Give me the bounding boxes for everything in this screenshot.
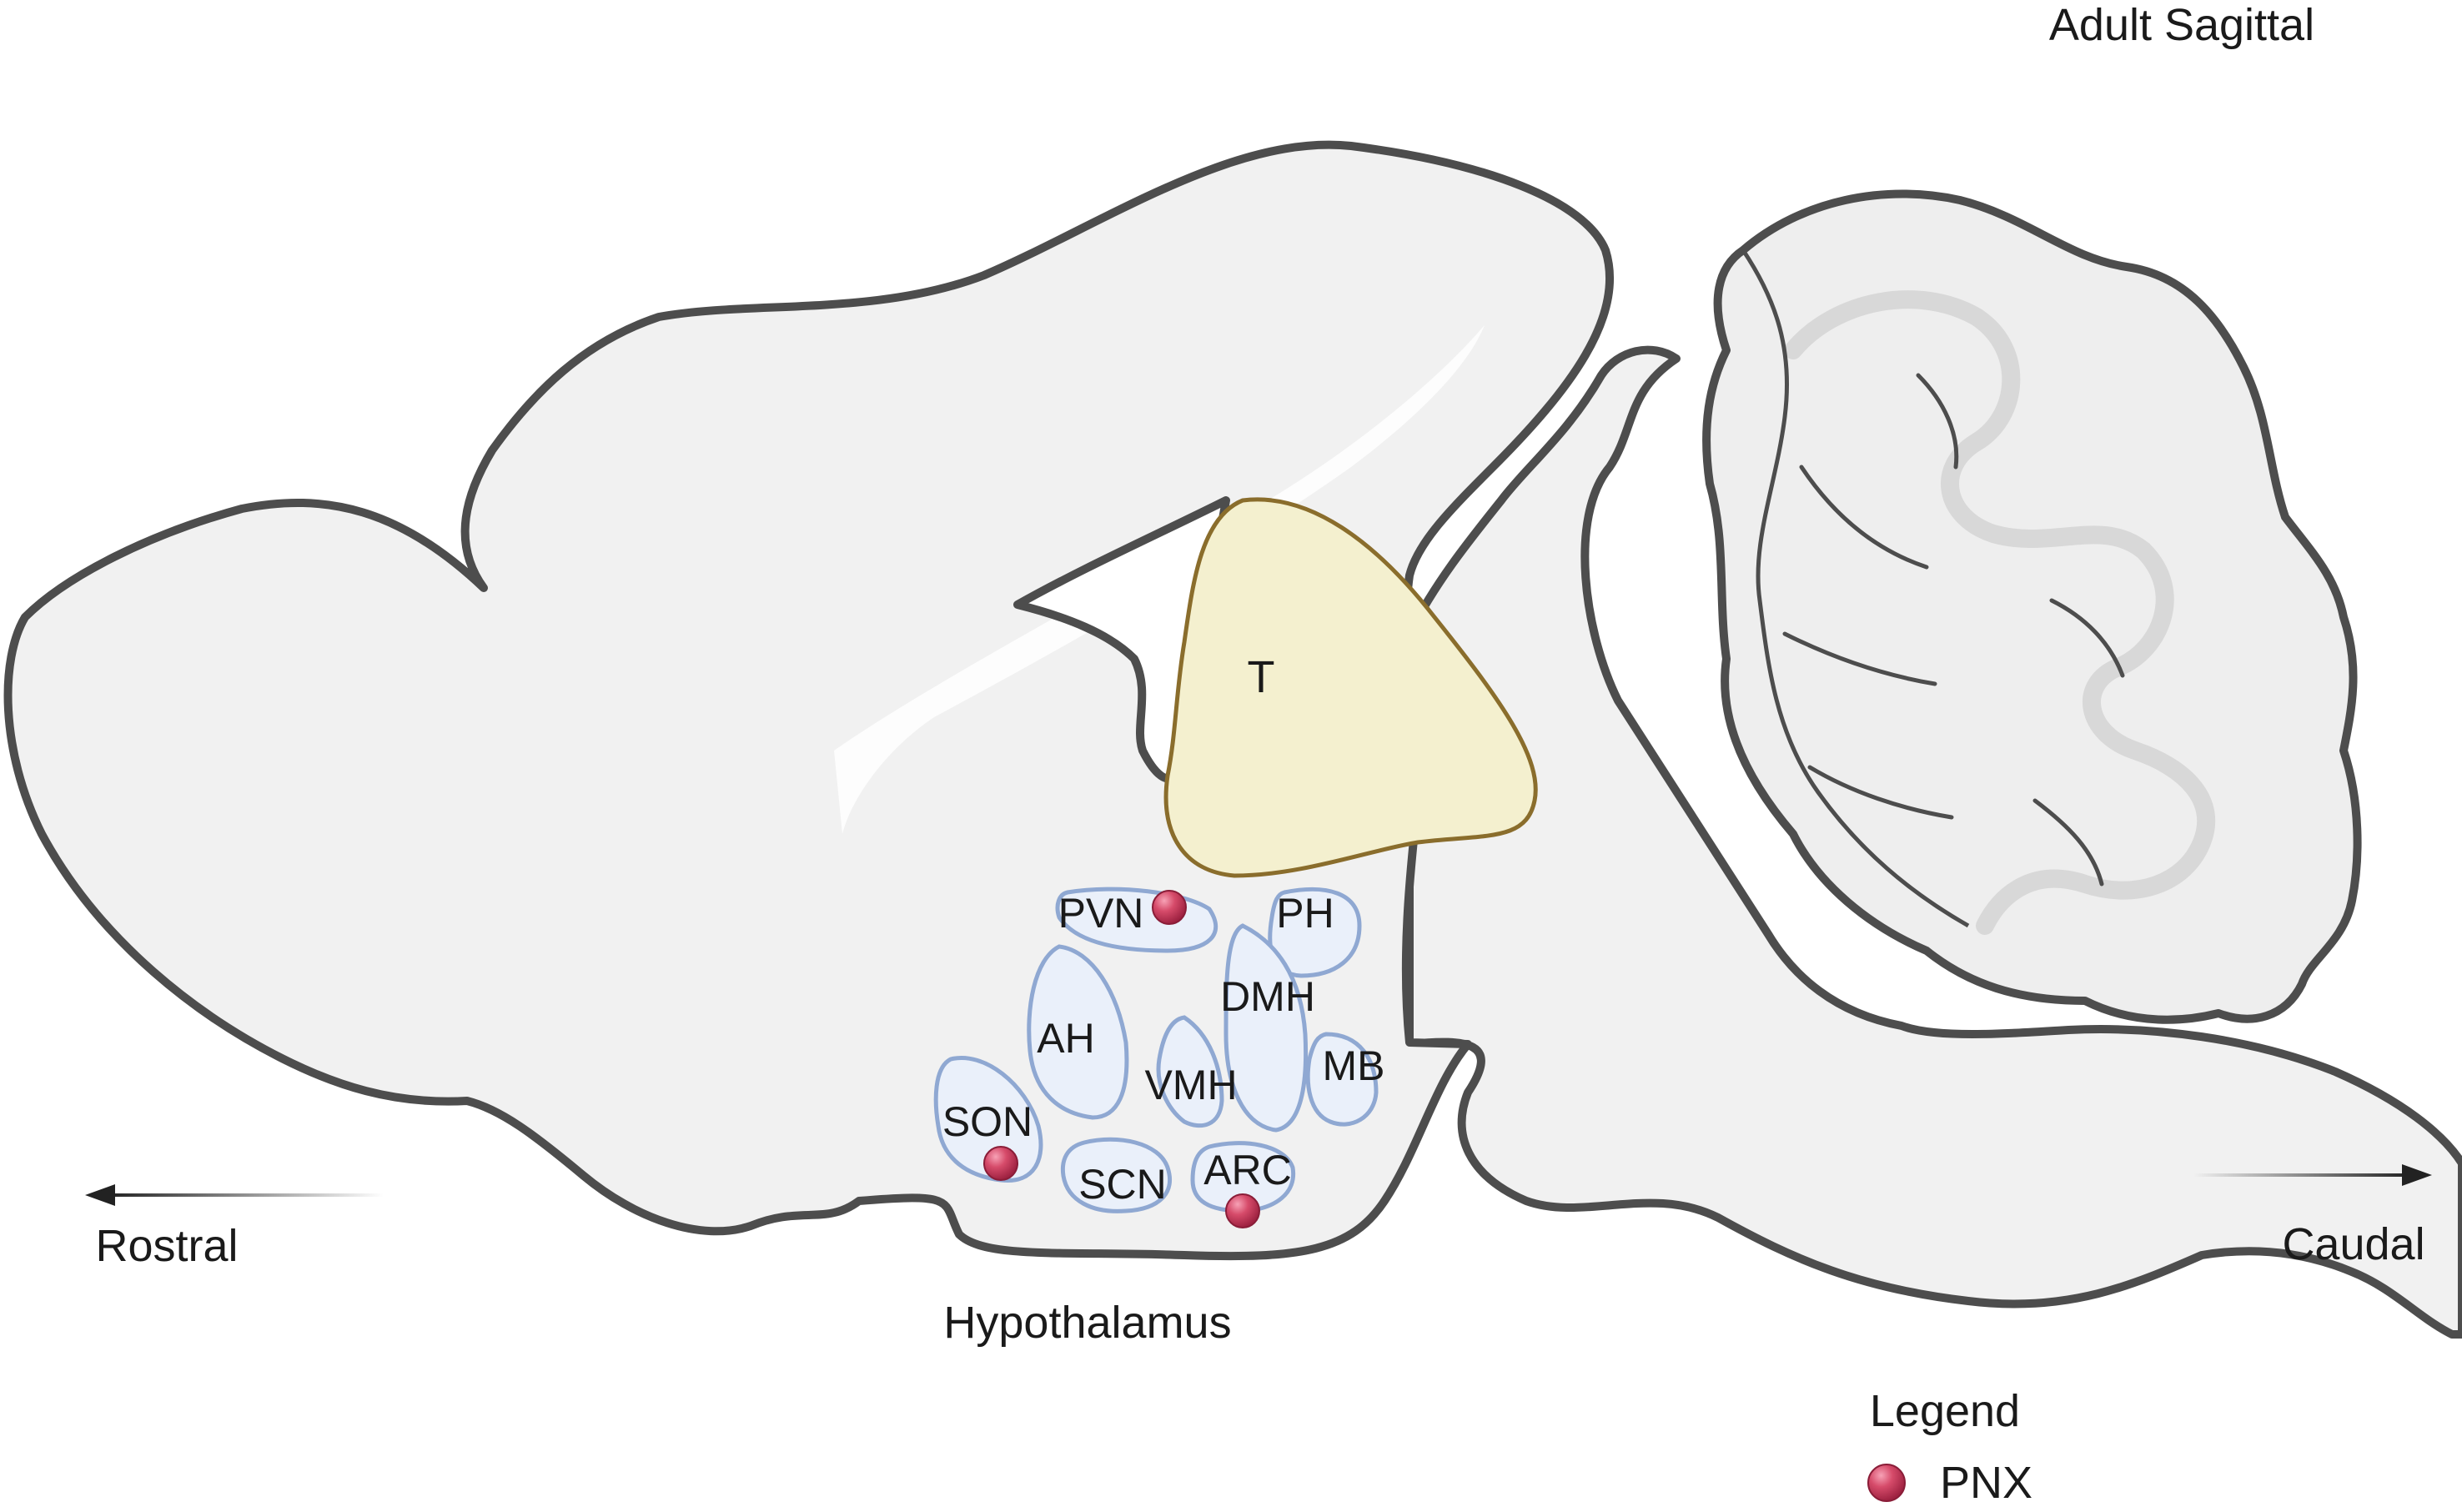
ventricle-wedge: [1013, 496, 1230, 783]
hypothalamus-label: Hypothalamus: [943, 1298, 1231, 1348]
legend-pnx-label: PNX: [1940, 1458, 2032, 1508]
nucleus-ah: [1027, 944, 1129, 1120]
nucleus-mb: [1305, 1032, 1379, 1127]
forebrain-shape: [3, 140, 1615, 1261]
nucleus-dmh: [1223, 923, 1309, 1133]
legend-title: Legend: [1870, 1386, 2020, 1436]
thalamus-shape: [1163, 497, 1538, 878]
brainstem-shape: [1405, 345, 2462, 1339]
nucleus-label-ah: AH: [1037, 1015, 1094, 1062]
nucleus-label-ph: PH: [1276, 890, 1334, 937]
legend: Legend PNX: [1867, 1386, 2032, 1508]
nucleus-ph: [1268, 887, 1362, 978]
nucleus-vmh: [1156, 1015, 1224, 1128]
nucleus-label-dmh: DMH: [1220, 973, 1315, 1020]
nucleus-label-vmh: VMH: [1144, 1062, 1237, 1108]
legend-pnx-marker: [1867, 1464, 1906, 1502]
thalamus-label: T: [1248, 652, 1275, 702]
nucleus-scn: [1060, 1137, 1172, 1213]
cerebellum: [1702, 189, 2362, 1024]
pnx-marker-son: [983, 1146, 1018, 1181]
caudal-arrow: [2193, 1164, 2432, 1186]
pnx-marker-pvn: [1152, 890, 1187, 925]
diagram-title: Adult Sagittal: [2049, 0, 2314, 50]
nucleus-label-arc: ARC: [1203, 1147, 1292, 1193]
rostral-label: Rostral: [95, 1221, 238, 1271]
caudal-label: Caudal: [2282, 1219, 2424, 1269]
nucleus-label-scn: SCN: [1078, 1161, 1167, 1208]
pnx-marker-arc: [1225, 1193, 1260, 1228]
nucleus-label-son: SON: [942, 1098, 1033, 1145]
hypothalamus-nuclei: [933, 887, 1379, 1213]
nucleus-label-mb: MB: [1323, 1042, 1385, 1089]
nucleus-label-pvn: PVN: [1058, 890, 1144, 937]
rostral-arrow: [85, 1184, 384, 1206]
